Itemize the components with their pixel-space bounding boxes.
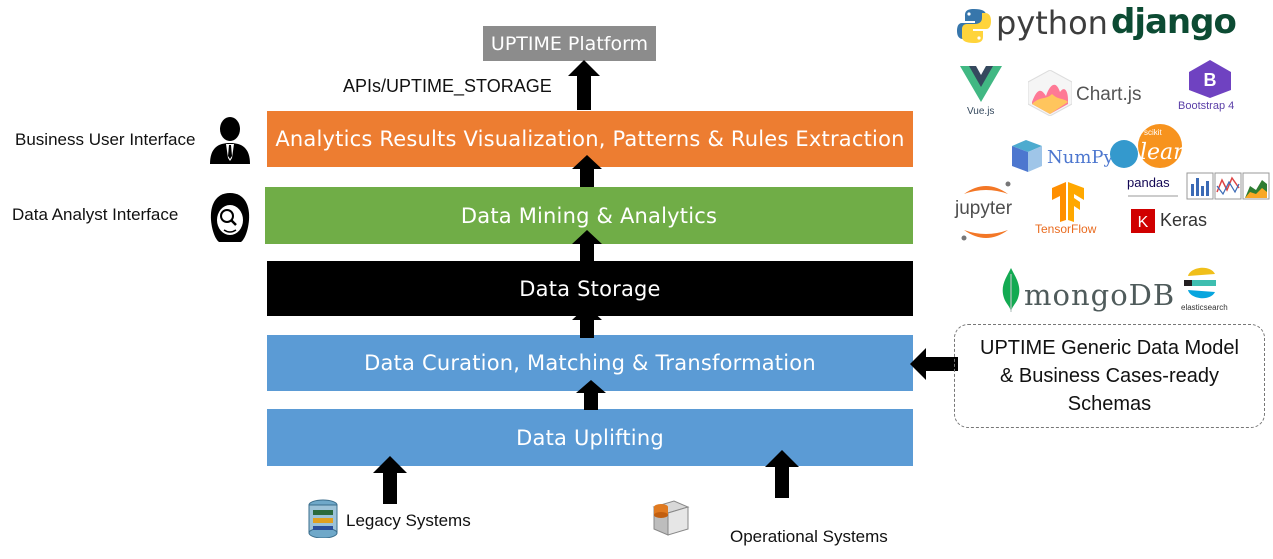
bootstrap-logo-text: Bootstrap 4 bbox=[1178, 100, 1235, 112]
server-icon bbox=[652, 500, 690, 536]
chartjs-logo-icon bbox=[1028, 70, 1072, 116]
sklearn-small-text: scikit bbox=[1144, 128, 1162, 137]
schema-line-1: UPTIME Generic Data Model bbox=[980, 337, 1239, 359]
layer-data-uplifting: Data Uplifting bbox=[267, 409, 913, 466]
vue-logo-icon bbox=[960, 66, 1002, 102]
pandas-charts-icon bbox=[1186, 172, 1270, 200]
sklearn-logo-text: learn bbox=[1140, 140, 1198, 165]
pandas-logo-text: pandas bbox=[1127, 175, 1170, 190]
python-logo-text: python bbox=[996, 4, 1108, 42]
tensorflow-logo-text: TensorFlow bbox=[1035, 222, 1097, 236]
arrow-left-icon bbox=[910, 348, 958, 380]
arrow-up-icon bbox=[373, 456, 407, 504]
data-analyst-interface-label: Data Analyst Interface bbox=[12, 205, 179, 224]
arrow-up-icon bbox=[572, 230, 602, 262]
arrow-up-icon bbox=[576, 380, 606, 410]
data-analyst-icon bbox=[210, 193, 250, 242]
schema-line-2: & Business Cases-ready bbox=[1000, 365, 1219, 387]
layer-data-storage: Data Storage bbox=[267, 261, 913, 316]
pandas-tagline-icon bbox=[1128, 195, 1178, 197]
operational-systems-label: Operational Systems bbox=[730, 527, 888, 546]
api-label: APIs/UPTIME_STORAGE bbox=[343, 76, 552, 96]
chartjs-logo-text: Chart.js bbox=[1076, 84, 1142, 105]
svg-text:B: B bbox=[1204, 70, 1217, 90]
business-user-icon bbox=[210, 117, 250, 164]
mongodb-logo-text: mongoDB bbox=[1024, 278, 1176, 312]
jupyter-logo-icon bbox=[961, 181, 1011, 241]
database-icon bbox=[308, 499, 338, 538]
python-logo-icon bbox=[957, 9, 991, 43]
vue-logo-text: Vue.js bbox=[967, 106, 995, 117]
arrow-up-icon bbox=[572, 155, 602, 187]
jupyter-logo-text: jupyter bbox=[955, 198, 1013, 219]
numpy-logo-icon bbox=[1012, 140, 1042, 172]
elasticsearch-logo-text: elasticsearch bbox=[1181, 303, 1228, 312]
layer-analytics-visualization: Analytics Results Visualization, Pattern… bbox=[267, 111, 913, 167]
elasticsearch-logo-icon bbox=[1184, 267, 1216, 299]
sklearn-logo-icon bbox=[1110, 124, 1182, 168]
business-user-interface-label: Business User Interface bbox=[15, 130, 196, 149]
arrow-up-icon bbox=[568, 60, 600, 110]
layer-data-curation: Data Curation, Matching & Transformation bbox=[267, 335, 913, 391]
schema-line-3: Schemas bbox=[1067, 393, 1152, 415]
bootstrap-logo-icon: B bbox=[1189, 60, 1231, 98]
uptime-platform-box: UPTIME Platform bbox=[483, 26, 656, 61]
svg-text:K: K bbox=[1138, 214, 1149, 231]
keras-logo-icon: K bbox=[1131, 209, 1155, 233]
django-logo-text: django bbox=[1111, 2, 1237, 42]
tensorflow-logo-icon bbox=[1052, 182, 1084, 222]
generic-data-model-box: UPTIME Generic Data Model & Business Cas… bbox=[954, 324, 1265, 428]
keras-logo-text: Keras bbox=[1160, 210, 1208, 230]
arrow-up-icon bbox=[765, 450, 799, 498]
numpy-logo-text: NumPy bbox=[1047, 147, 1114, 168]
legacy-systems-label: Legacy Systems bbox=[346, 511, 471, 530]
arrow-up-icon bbox=[572, 306, 602, 338]
mongodb-logo-icon bbox=[1002, 268, 1020, 312]
